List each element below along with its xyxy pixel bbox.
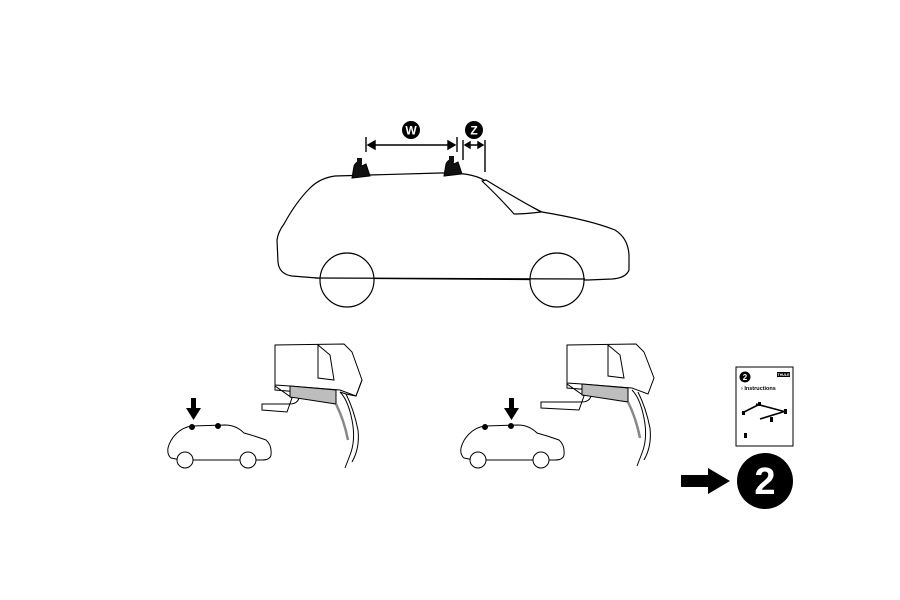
next-step-badge [737,453,793,509]
w-badge [402,121,420,139]
instructions-booklet: 2 THULE › Instructions [735,366,794,447]
down-arrow-right [504,398,519,420]
roof-foot-rear [443,156,463,177]
w-label: W [405,124,417,138]
door-detail-left [261,343,363,469]
w-dimension [365,137,458,152]
roof-foot-front [351,158,371,179]
door-seal-left [289,385,337,405]
car-windshield [481,179,542,215]
down-arrow-left [186,398,201,420]
next-step-number: 2 [754,461,775,503]
booklet-step-badge [739,371,751,383]
booklet-brand: THULE [778,373,791,377]
booklet-brand-tag [777,372,790,377]
car-body [276,172,630,281]
z-badge [465,121,483,139]
z-label: Z [470,124,477,138]
small-car-right [460,423,565,469]
front-wheel [319,252,375,308]
door-detail-right [540,343,655,467]
door-seal-right [581,383,629,403]
z-dimension [462,140,486,172]
arrow-right-icon [681,468,730,494]
small-car-left [167,423,272,469]
booklet-step-number: 2 [743,373,748,382]
main-car [276,172,630,308]
rear-wheel [529,252,585,308]
booklet-title: › Instructions [741,386,776,392]
